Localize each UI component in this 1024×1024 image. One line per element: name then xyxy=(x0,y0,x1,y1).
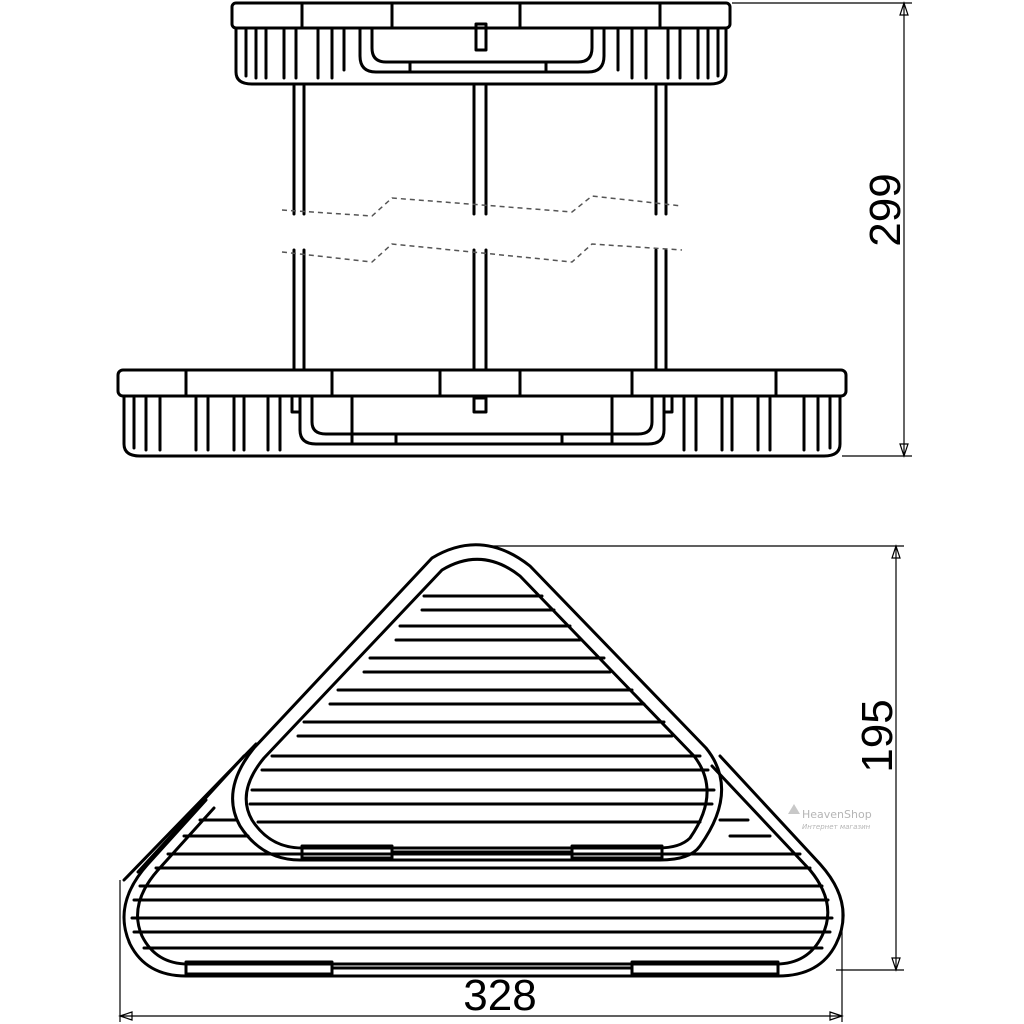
watermark-tagline: Интернет магазин xyxy=(802,823,871,831)
height-dimension-label: 299 xyxy=(861,173,910,246)
height-dimension xyxy=(732,1,912,458)
depth-dimension xyxy=(486,544,904,972)
bottom-shelf xyxy=(116,368,848,458)
watermark-logo-icon xyxy=(788,804,800,814)
upper-tier-slats xyxy=(248,594,716,824)
bottom-shelf-wires xyxy=(132,396,832,452)
top-shelf xyxy=(230,1,732,86)
lower-tier-slats xyxy=(130,818,834,950)
watermark: HeavenShop Интернет магазин xyxy=(788,804,872,831)
break-lines xyxy=(281,195,683,263)
top-shelf-wires xyxy=(244,28,720,80)
watermark-brand: HeavenShop xyxy=(802,808,872,821)
depth-dimension-label: 195 xyxy=(853,699,902,772)
support-posts xyxy=(292,84,668,372)
width-dimension-label: 328 xyxy=(463,971,536,1020)
lower-tier-outline xyxy=(122,742,845,978)
top-view: 195 328 xyxy=(118,543,904,1022)
front-view: 299 xyxy=(116,1,912,458)
width-dimension xyxy=(118,880,844,1022)
upper-tier-outline xyxy=(231,543,724,862)
